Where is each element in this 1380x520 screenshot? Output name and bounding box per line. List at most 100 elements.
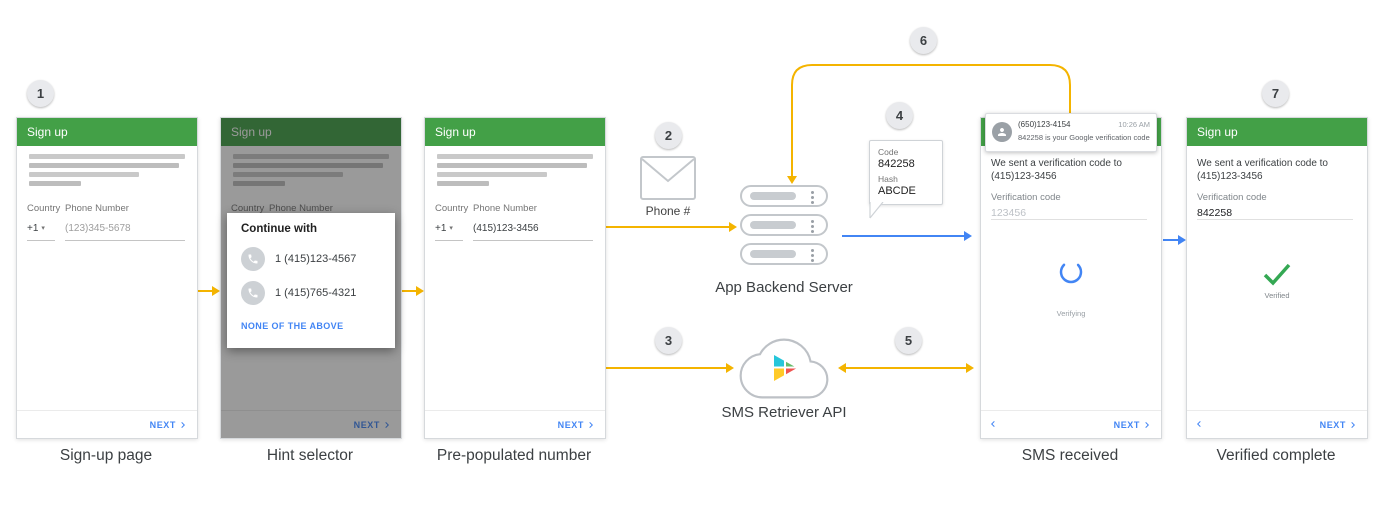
avatar <box>992 122 1012 142</box>
dropdown-caret-icon: ▾ <box>41 225 45 232</box>
verified-check-icon <box>1187 262 1367 286</box>
sent-code-text-line2: (415)123-3456 <box>1197 171 1263 182</box>
skeleton-line <box>233 154 389 159</box>
server-bar <box>750 192 796 200</box>
app-bar-title: Sign up <box>435 125 476 139</box>
server-bar <box>750 250 796 258</box>
country-label: Country <box>231 203 265 214</box>
form-field-labels: Country Phone Number <box>435 203 537 214</box>
person-icon <box>998 128 1006 136</box>
next-button[interactable]: NEXT <box>558 411 597 438</box>
form-field-labels: Country Phone Number <box>231 203 333 214</box>
verification-code-input[interactable]: 123456 <box>991 207 1027 219</box>
notification-sender: (650)123-4154 <box>1018 120 1071 129</box>
country-code-select[interactable]: +1▾ <box>435 220 463 241</box>
phone-icon <box>241 247 265 271</box>
verification-code-input[interactable]: 842258 <box>1197 207 1233 219</box>
phone-footer: NEXT <box>221 410 401 438</box>
skeleton-line <box>437 154 593 159</box>
phone-icon <box>241 281 265 305</box>
step-badge-6: 6 <box>910 27 937 54</box>
skeleton-line <box>437 163 587 168</box>
phone-number-input[interactable]: (123)345-5678 <box>65 220 185 241</box>
step-badge-4: 4 <box>886 102 913 129</box>
hint-selector-dialog: Continue with 1 (415)123-4567 1 (415)765… <box>227 213 395 348</box>
step-badge-1: 1 <box>27 80 54 107</box>
verifying-spinner-icon <box>1057 258 1085 286</box>
play-services-logo-icon <box>774 355 797 381</box>
notification-message: 842258 is your Google verification code <box>1018 133 1150 142</box>
app-bar: Sign up <box>1187 118 1367 146</box>
phone-signup-page: Sign up Country Phone Number +1▾ (123)34… <box>16 117 198 439</box>
sms-api-label: SMS Retriever API <box>721 404 847 421</box>
caption-signup-page: Sign-up page <box>59 447 153 464</box>
code-label: Code <box>878 147 899 157</box>
step-badge-3: 3 <box>655 327 682 354</box>
next-button[interactable]: NEXT <box>1320 411 1359 438</box>
app-bar-title: Sign up <box>231 125 272 139</box>
none-of-the-above-link[interactable]: NONE OF THE ABOVE <box>241 321 344 331</box>
chevron-right-icon <box>589 421 593 428</box>
verification-code-label: Verification code <box>991 192 1061 203</box>
phone-number-input[interactable]: (415)123-3456 <box>473 220 593 241</box>
chevron-right-icon <box>181 421 185 428</box>
server-dots <box>811 191 814 204</box>
next-button[interactable]: NEXT <box>354 411 393 438</box>
sent-code-text-line1: We sent a verification code to <box>991 158 1122 169</box>
chevron-left-icon <box>1197 421 1201 427</box>
phone-number-flow-label: Phone # <box>645 204 691 218</box>
skeleton-line <box>29 163 179 168</box>
next-label: NEXT <box>353 419 380 430</box>
hint-option-number: 1 (415)765-4321 <box>275 287 357 299</box>
next-button[interactable]: NEXT <box>150 411 189 438</box>
app-bar: Sign up <box>221 118 401 146</box>
chevron-right-icon <box>1351 421 1355 428</box>
app-bar-title: Sign up <box>1197 125 1238 139</box>
phone-footer: NEXT <box>981 410 1161 438</box>
next-button[interactable]: NEXT <box>1114 411 1153 438</box>
skeleton-line <box>233 181 285 186</box>
phone-hint-option[interactable]: 1 (415)123-4567 <box>241 246 356 272</box>
dropdown-caret-icon: ▾ <box>449 225 453 232</box>
next-label: NEXT <box>557 419 584 430</box>
back-button[interactable] <box>987 418 999 430</box>
skeleton-line <box>233 163 383 168</box>
country-label: Country <box>27 203 61 214</box>
notification-time: 10:26 AM <box>1118 120 1150 129</box>
phone-footer: NEXT <box>425 410 605 438</box>
verified-label: Verified <box>1264 291 1290 300</box>
backend-label: App Backend Server <box>715 279 853 296</box>
input-underline <box>1197 219 1353 220</box>
chevron-left-icon <box>991 421 995 427</box>
phone-sms-received: (650)123-4154 10:26 AM 842258 is your Go… <box>980 113 1162 439</box>
bubble-tail <box>869 202 884 219</box>
server-icon <box>740 214 828 236</box>
server-icon <box>740 243 828 265</box>
phone-prepopulated: Sign up Country Phone Number +1▾ (415)12… <box>424 117 606 439</box>
phone-hint-option[interactable]: 1 (415)765-4321 <box>241 280 356 306</box>
skeleton-line <box>29 181 81 186</box>
server-dots <box>811 249 814 262</box>
phone-footer: NEXT <box>17 410 197 438</box>
country-code-select[interactable]: +1▾ <box>27 220 55 241</box>
phone-footer: NEXT <box>1187 410 1367 438</box>
envelope-icon <box>640 156 696 200</box>
sms-notification[interactable]: (650)123-4154 10:26 AM 842258 is your Go… <box>985 113 1157 152</box>
sms-message-bubble: Code 842258 Hash ABCDE <box>869 140 943 219</box>
country-code-value: +1 <box>435 223 447 234</box>
skeleton-line <box>233 172 343 177</box>
app-bar-title: Sign up <box>27 125 68 139</box>
chevron-right-icon <box>385 421 389 428</box>
next-label: NEXT <box>1319 419 1346 430</box>
dialog-title: Continue with <box>241 223 318 235</box>
caption-verified-complete: Verified complete <box>1216 447 1336 464</box>
form-field-labels: Country Phone Number <box>27 203 129 214</box>
skeleton-line <box>437 172 547 177</box>
skeleton-line <box>437 181 489 186</box>
phone-number-label: Phone Number <box>65 203 129 214</box>
verification-code-label: Verification code <box>1197 192 1267 203</box>
hint-option-number: 1 (415)123-4567 <box>275 253 357 265</box>
back-button[interactable] <box>1193 418 1205 430</box>
country-code-value: +1 <box>27 223 39 234</box>
